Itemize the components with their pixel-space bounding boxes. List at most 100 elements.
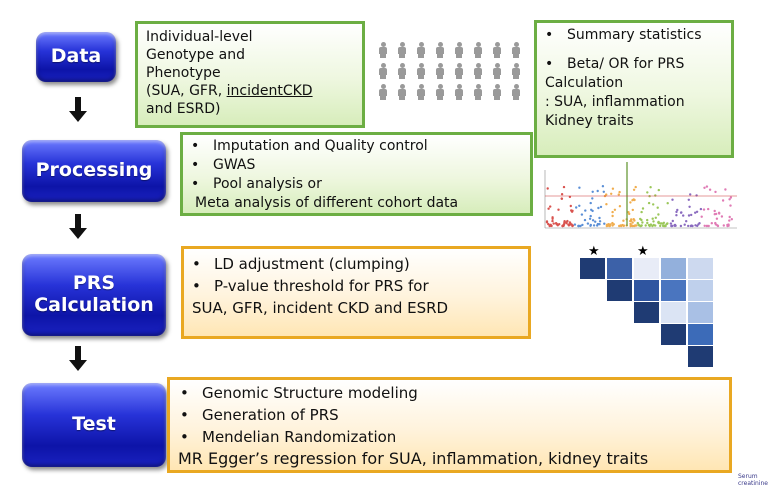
plot-point bbox=[640, 218, 643, 222]
plot-point bbox=[646, 191, 649, 194]
plot-point bbox=[714, 190, 717, 194]
plot-point bbox=[664, 224, 667, 227]
plot-point bbox=[689, 193, 692, 196]
test-bullet: Genomic Structure modeling bbox=[178, 382, 721, 404]
plot-point bbox=[583, 218, 587, 222]
plot-point bbox=[551, 219, 554, 223]
plot-point bbox=[687, 224, 690, 228]
plot-point bbox=[720, 215, 724, 218]
summary-line: : SUA, inflammation bbox=[545, 94, 685, 110]
plot-point bbox=[586, 222, 590, 225]
test-continuation: MR Egger’s regression for SUA, inflammat… bbox=[178, 449, 649, 468]
plot-point bbox=[728, 198, 731, 201]
plot-point bbox=[618, 205, 622, 208]
plot-point bbox=[644, 224, 647, 227]
plot-point bbox=[730, 218, 733, 221]
plot-point bbox=[708, 188, 712, 191]
plot-point bbox=[694, 224, 697, 227]
heatmap-cell bbox=[661, 324, 686, 345]
plot-point bbox=[695, 210, 699, 213]
plot-point bbox=[700, 215, 703, 218]
test-bullet: Mendelian Randomization bbox=[178, 426, 721, 448]
person-icon bbox=[454, 84, 464, 100]
plot-point bbox=[670, 224, 673, 228]
stage-prs-label: PRS Calculation bbox=[34, 272, 154, 316]
plot-point bbox=[560, 193, 564, 196]
plot-point bbox=[605, 223, 609, 226]
heatmap-cell bbox=[634, 258, 659, 279]
plot-point bbox=[666, 202, 669, 205]
plot-point bbox=[549, 205, 552, 208]
plot-point bbox=[611, 187, 615, 190]
plot-point bbox=[633, 219, 636, 222]
plot-point bbox=[673, 223, 677, 227]
plot-point bbox=[610, 192, 613, 195]
plot-point bbox=[599, 205, 603, 209]
heatmap-cell bbox=[607, 258, 632, 279]
down-arrow-icon bbox=[69, 346, 87, 372]
plot-point bbox=[548, 224, 551, 228]
plot-point bbox=[602, 190, 605, 193]
person-icon bbox=[435, 42, 445, 58]
plot-point bbox=[666, 222, 669, 225]
plot-point bbox=[546, 187, 549, 190]
plot-point bbox=[622, 219, 625, 222]
plot-point bbox=[721, 199, 725, 202]
plot-point bbox=[591, 219, 595, 222]
plot-point bbox=[621, 223, 624, 227]
plot-point bbox=[724, 188, 727, 191]
plot-point bbox=[596, 189, 599, 193]
plot-point bbox=[547, 207, 550, 210]
plot-point bbox=[618, 190, 621, 194]
plot-point bbox=[646, 218, 649, 222]
processing-bullet: GWAS bbox=[191, 156, 522, 175]
plot-point bbox=[722, 224, 725, 227]
plot-point bbox=[652, 203, 655, 206]
plot-point bbox=[594, 220, 597, 223]
plot-point bbox=[588, 217, 592, 220]
down-arrow-icon bbox=[69, 214, 87, 240]
heatmap-cell bbox=[661, 258, 686, 279]
person-icon bbox=[378, 42, 388, 58]
population-icons bbox=[378, 42, 528, 102]
plot-point bbox=[679, 211, 683, 214]
plot-point bbox=[633, 198, 636, 202]
plot-point bbox=[577, 224, 580, 228]
down-arrow-icon bbox=[69, 97, 87, 123]
stage-processing-label: Processing bbox=[35, 159, 153, 182]
plot-point bbox=[545, 221, 549, 224]
plot-point bbox=[575, 206, 578, 209]
plot-point bbox=[705, 224, 708, 228]
plot-point bbox=[601, 185, 605, 188]
plot-point bbox=[647, 201, 651, 205]
summary-line: Summary statistics bbox=[545, 26, 723, 45]
plot-point bbox=[707, 207, 710, 211]
test-bullet: Generation of PRS bbox=[178, 404, 721, 426]
plot-point bbox=[729, 204, 732, 207]
plot-point bbox=[617, 193, 620, 196]
plot-point bbox=[561, 224, 564, 228]
plot-point bbox=[584, 209, 587, 212]
person-icon bbox=[416, 84, 426, 100]
person-icon bbox=[397, 63, 407, 79]
plot-point bbox=[694, 211, 697, 214]
plot-point bbox=[654, 194, 657, 197]
plot-point bbox=[598, 223, 601, 226]
plot-point bbox=[657, 220, 660, 224]
plot-point bbox=[567, 223, 570, 226]
plot-point bbox=[675, 210, 678, 214]
data-line: Genotype and bbox=[146, 47, 245, 63]
plot-point bbox=[728, 219, 731, 222]
plot-point bbox=[551, 217, 554, 220]
plot-point bbox=[690, 213, 693, 217]
plot-point bbox=[627, 211, 630, 214]
plot-point bbox=[552, 222, 555, 225]
star-icon: ★ bbox=[637, 244, 649, 259]
heatmap-cell bbox=[634, 280, 659, 301]
stage-data: Data bbox=[36, 32, 116, 82]
plot-point bbox=[646, 221, 649, 225]
plot-point bbox=[611, 210, 614, 214]
person-icon bbox=[511, 84, 521, 100]
plot-point bbox=[581, 223, 584, 227]
plot-point bbox=[687, 214, 691, 217]
